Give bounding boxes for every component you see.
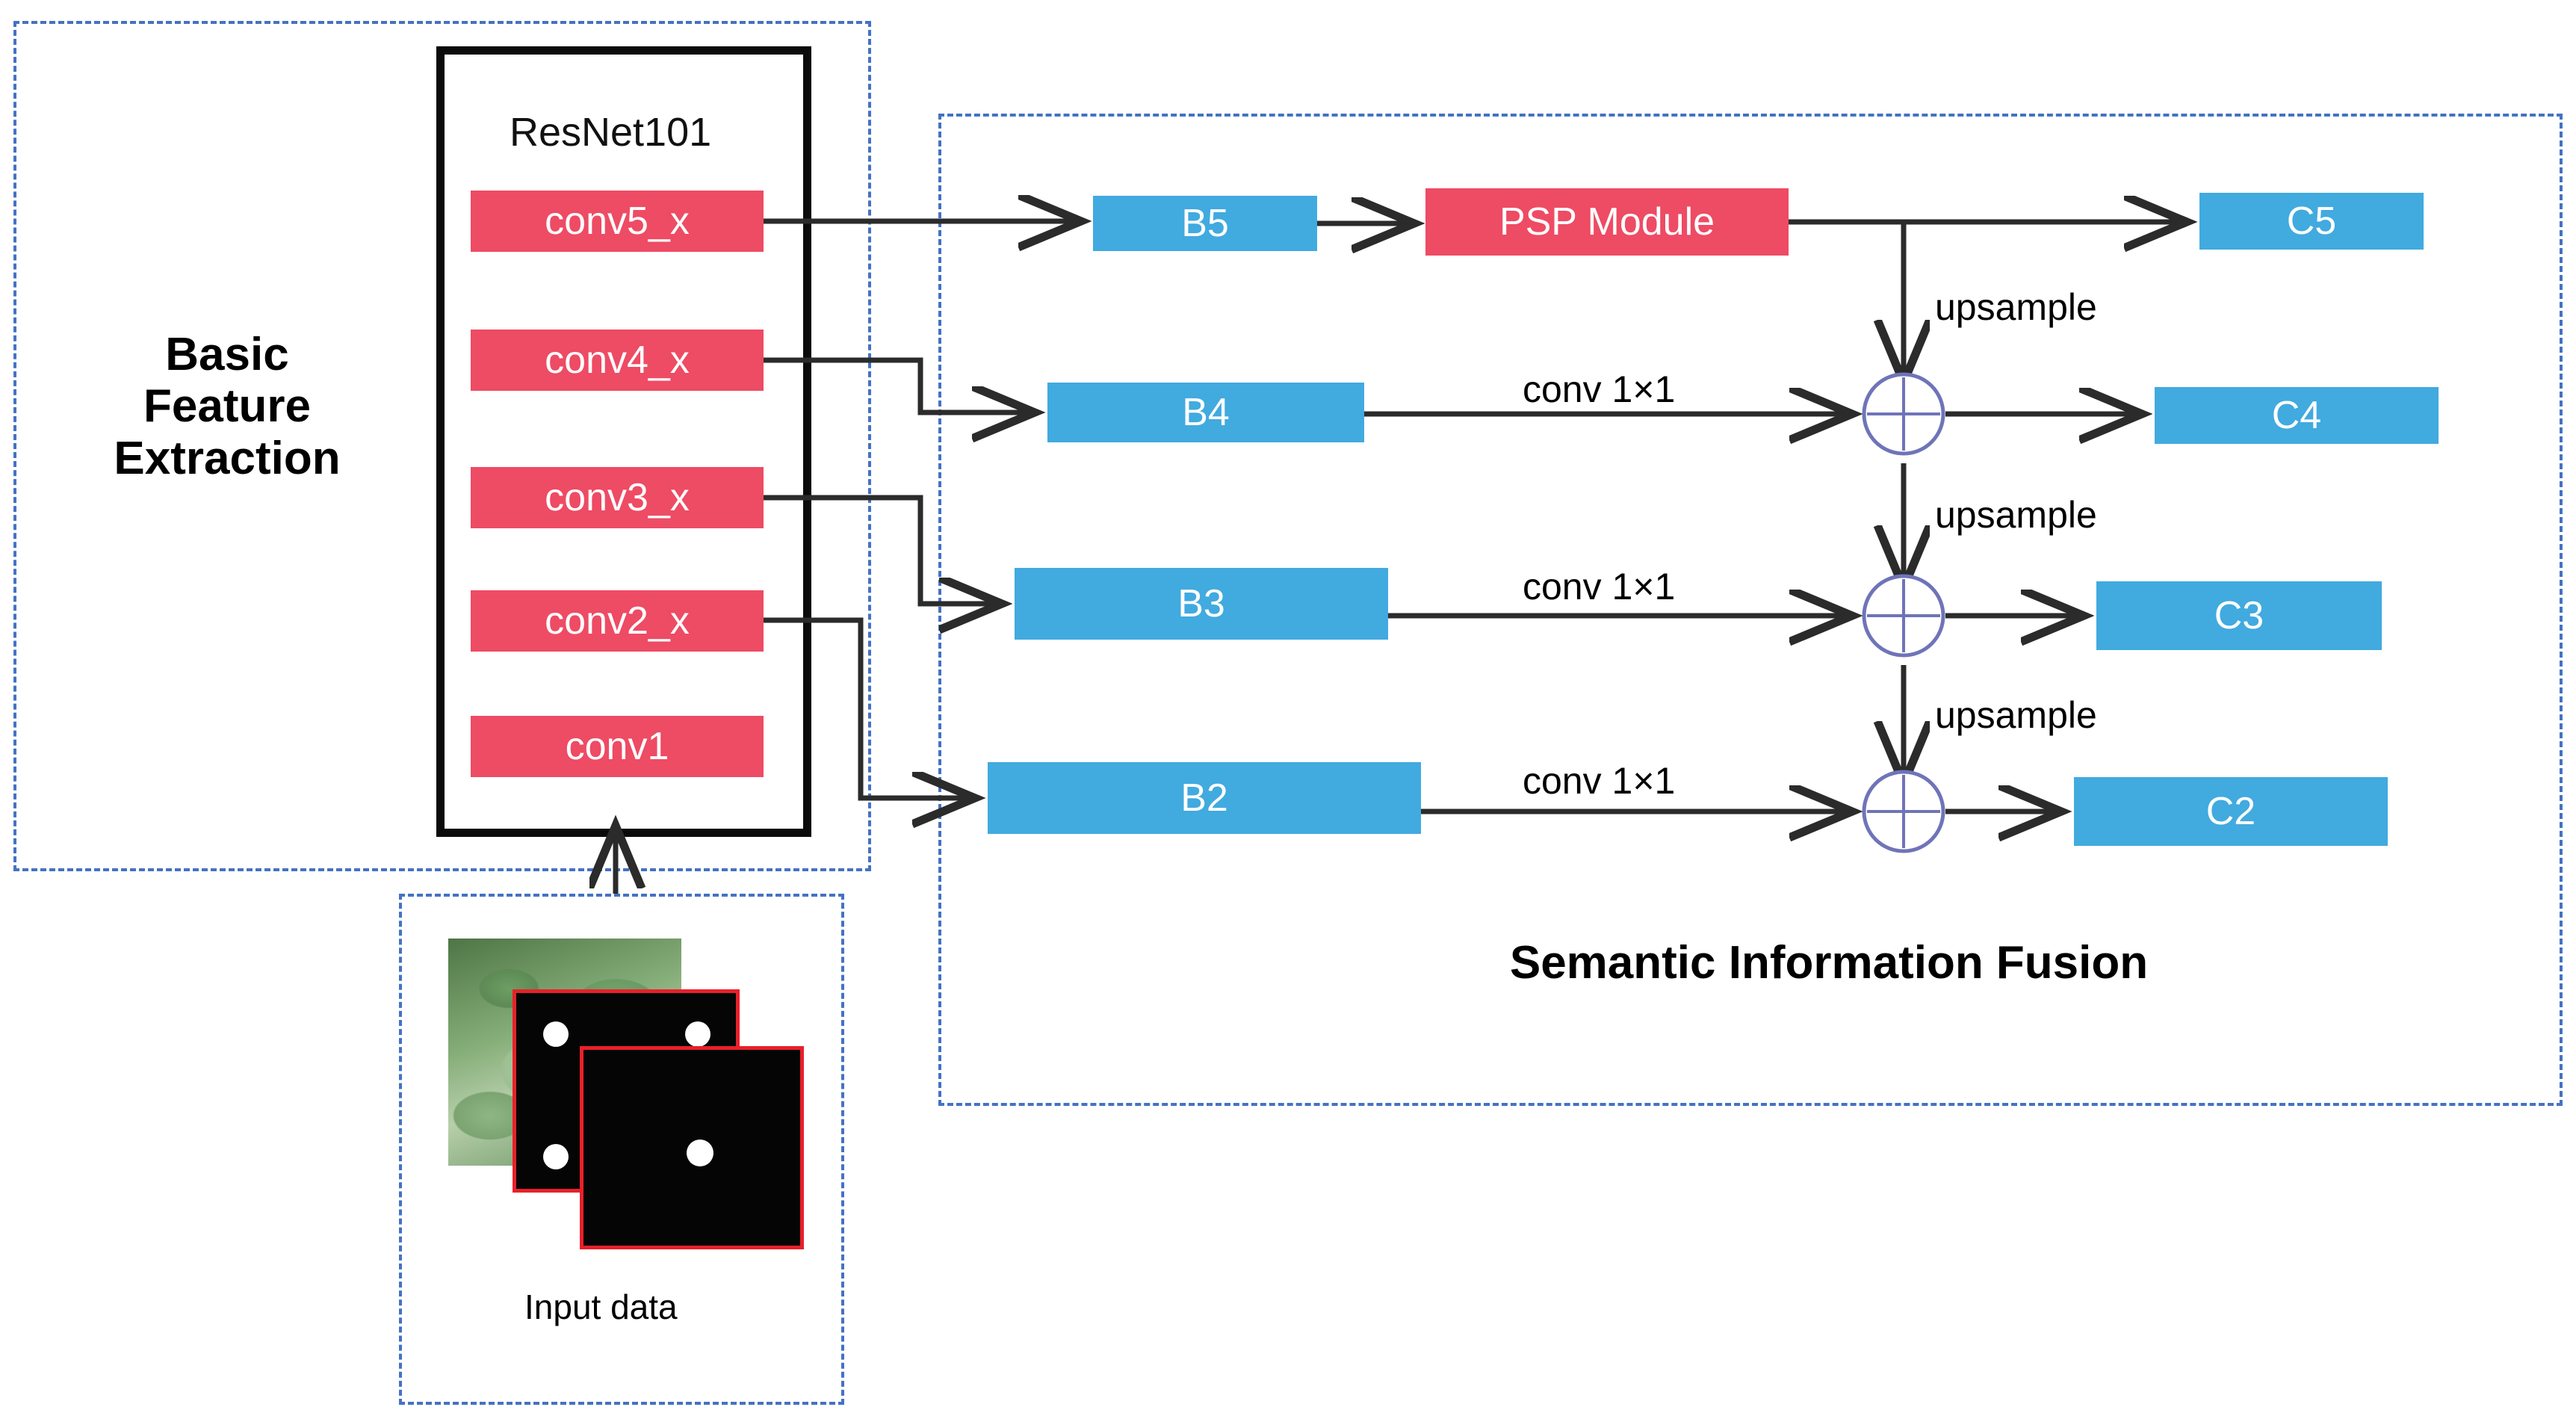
psp-module[interactable]: PSP Module: [1425, 188, 1789, 256]
mask-dot: [687, 1140, 713, 1166]
region-basic-feature-extraction: [13, 21, 871, 871]
layer-conv3_x-label: conv3_x: [545, 476, 690, 519]
output-node-c5-label: C5: [2286, 200, 2337, 243]
input-data-label: Input data: [524, 1287, 678, 1326]
lateral-node-b2-label: B2: [1180, 776, 1228, 820]
basic-feature-extraction-title: Basic Feature Extraction: [114, 329, 341, 484]
mask-dot: [685, 1021, 710, 1047]
edge-label-upsample-2: upsample: [1935, 494, 2097, 536]
mask-dot: [543, 1144, 569, 1169]
edge-label-conv1x1-3: conv 1×1: [1523, 760, 1676, 802]
mask-dot: [543, 1021, 569, 1047]
lateral-node-b4[interactable]: B4: [1047, 383, 1364, 442]
layer-conv3_x[interactable]: conv3_x: [471, 467, 764, 528]
layer-conv5_x-label: conv5_x: [545, 200, 690, 243]
region-input-data: [399, 894, 844, 1405]
output-node-c3-label: C3: [2214, 594, 2264, 637]
edge-label-conv1x1-1: conv 1×1: [1523, 368, 1676, 410]
layer-conv1[interactable]: conv1: [471, 716, 764, 777]
resnet101-container: [436, 46, 811, 837]
lateral-node-b5-label: B5: [1181, 202, 1229, 245]
output-node-c2[interactable]: C2: [2074, 777, 2388, 846]
layer-conv2_x[interactable]: conv2_x: [471, 590, 764, 652]
resnet101-title: ResNet101: [510, 110, 712, 155]
layer-conv1-label: conv1: [565, 725, 669, 768]
edge-label-upsample-3: upsample: [1935, 694, 2097, 736]
lateral-node-b4-label: B4: [1182, 391, 1230, 434]
semantic-information-fusion-title: Semantic Information Fusion: [1509, 937, 2149, 989]
input-sample-mask-image-2: [580, 1046, 804, 1249]
layer-conv2_x-label: conv2_x: [545, 599, 690, 643]
output-node-c4[interactable]: C4: [2155, 387, 2439, 444]
output-node-c4-label: C4: [2271, 394, 2322, 437]
output-node-c5[interactable]: C5: [2199, 193, 2424, 250]
lateral-node-b2[interactable]: B2: [988, 762, 1421, 834]
layer-conv4_x-label: conv4_x: [545, 338, 690, 382]
output-node-c2-label: C2: [2205, 790, 2256, 833]
psp-module-label: PSP Module: [1499, 200, 1715, 244]
edge-label-upsample-1: upsample: [1935, 286, 2097, 328]
edge-label-conv1x1-2: conv 1×1: [1523, 566, 1676, 607]
lateral-node-b3[interactable]: B3: [1015, 568, 1388, 640]
layer-conv4_x[interactable]: conv4_x: [471, 330, 764, 391]
layer-conv5_x[interactable]: conv5_x: [471, 191, 764, 252]
output-node-c3[interactable]: C3: [2096, 581, 2382, 650]
lateral-node-b5[interactable]: B5: [1093, 196, 1317, 251]
lateral-node-b3-label: B3: [1177, 582, 1225, 625]
